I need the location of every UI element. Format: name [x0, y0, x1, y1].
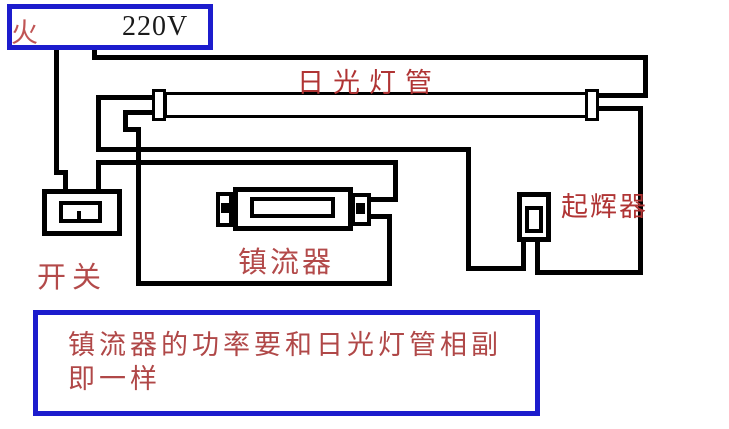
tube-right-top-pin	[597, 93, 648, 98]
tube-label: 日光灯管	[297, 68, 441, 98]
live-wire-jog	[54, 170, 68, 175]
starter-left-run	[466, 266, 526, 271]
power-supply-box	[7, 4, 213, 50]
switch-out-riser	[96, 160, 101, 192]
note-line-2: 即一样	[68, 364, 161, 394]
starter	[517, 192, 551, 242]
ballast-label: 镇流器	[238, 247, 335, 279]
switch-toggle-divider	[77, 211, 81, 223]
ballast-right-terminal	[351, 193, 371, 226]
live-wire-to-switch	[63, 170, 68, 192]
ballast-top-hook	[369, 197, 397, 202]
tube-left-top-pin	[96, 95, 157, 100]
ballast-right-terminal-dot	[356, 203, 365, 214]
starter-left-drop	[466, 147, 471, 271]
ballast-left-terminal-dot	[221, 203, 229, 213]
live-wire-label: 火	[11, 18, 38, 48]
ballast-bottom-drop	[387, 214, 392, 286]
ballast-left-terminal	[216, 192, 233, 227]
switch-to-ballast-run	[96, 160, 398, 165]
ballast-bottom-stub	[369, 214, 392, 219]
tube-right-bottom-pin	[597, 106, 643, 111]
starter-left-leg	[521, 240, 526, 271]
starter-right-leg	[535, 240, 540, 275]
neutral-top-run	[92, 55, 648, 60]
switch	[42, 189, 122, 236]
tube-right-cap	[585, 89, 599, 121]
starter-label: 起辉器	[561, 192, 648, 222]
note-box: 镇流器的功率要和日光灯管相副 即一样	[33, 310, 540, 416]
tube-left-bottom-drop	[136, 127, 141, 286]
note-line-1: 镇流器的功率要和日光灯管相副	[68, 330, 502, 360]
voltage-label: 220V	[122, 11, 189, 42]
tube-left-bottom-jog-h	[123, 127, 141, 132]
starter-right-run	[535, 270, 643, 275]
ballast-slot	[250, 197, 335, 218]
ballast-top-drop	[393, 160, 398, 202]
tube-left-cap	[152, 89, 166, 121]
right-riser	[638, 107, 643, 275]
mid-run	[96, 147, 471, 152]
neutral-corner-drop	[643, 55, 648, 98]
ballast	[233, 187, 353, 231]
tube-left-top-drop	[96, 95, 101, 152]
switch-label: 开关	[37, 262, 108, 294]
tube-left-bottom-jog-v	[123, 110, 128, 132]
switch-toggle	[59, 201, 102, 223]
starter-inner	[525, 206, 543, 233]
bottom-run	[136, 281, 392, 286]
live-wire-drop	[54, 30, 59, 175]
tube-left-bottom-pin	[123, 110, 157, 115]
